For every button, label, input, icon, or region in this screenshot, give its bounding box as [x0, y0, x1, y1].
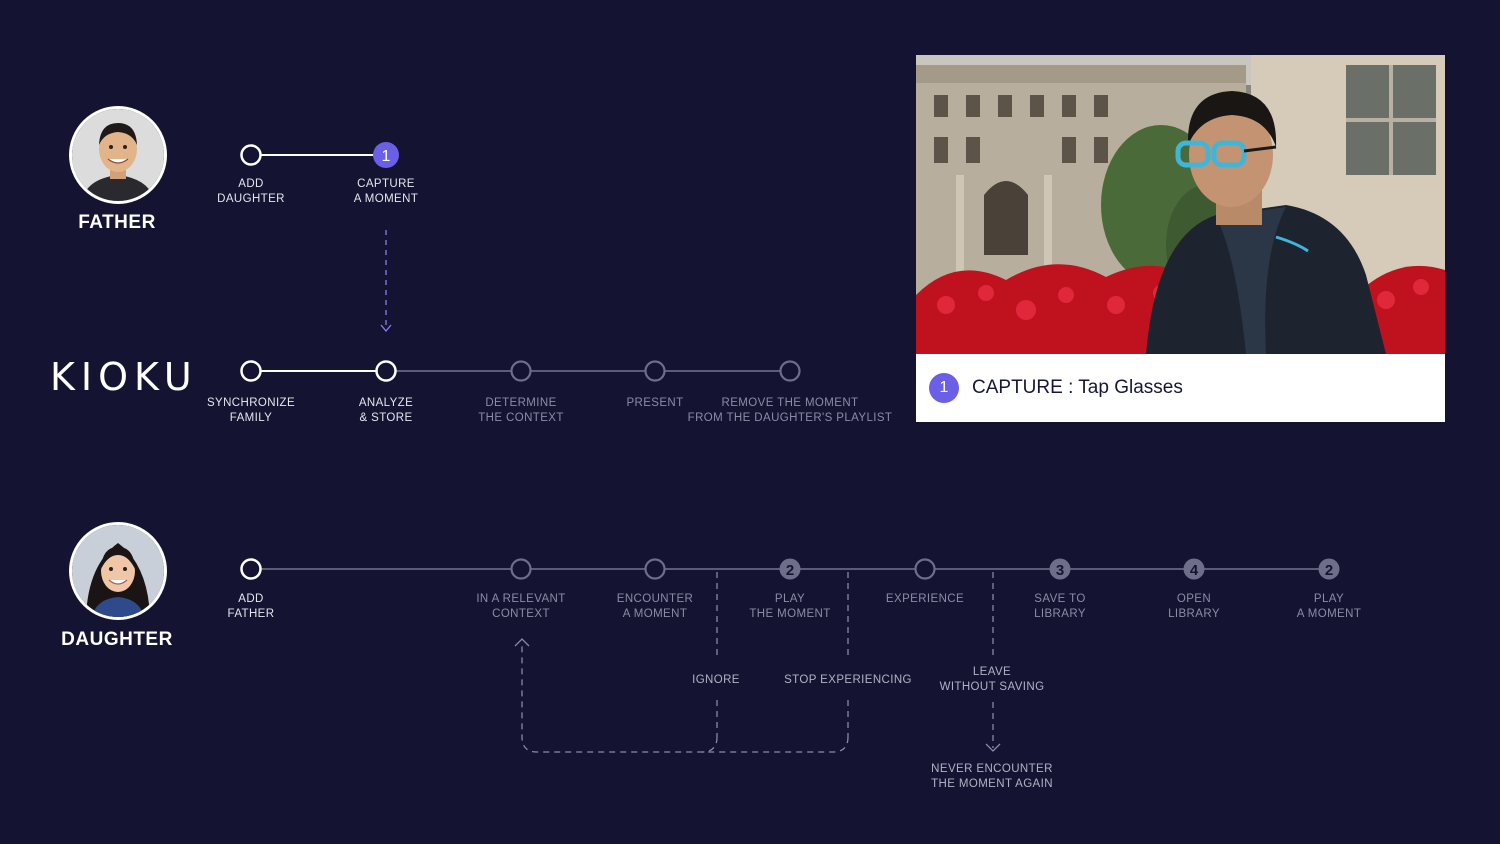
node-open-number: 4: [1190, 562, 1199, 579]
branch-label-never-encounter: NEVER ENCOUNTER THE MOMENT AGAIN: [931, 763, 1053, 790]
node-play2-number: 2: [1325, 562, 1333, 579]
node-relevant-context: [510, 558, 532, 580]
node-add-daughter: [240, 144, 262, 166]
node-determine-context: [510, 360, 532, 382]
node-save-to-library: [1049, 558, 1071, 580]
node-present: [644, 360, 666, 382]
step-label-save-to-library: SAVE TO LIBRARY: [1034, 593, 1086, 620]
video-caption-bar: 1 CAPTURE : Tap Glasses: [916, 354, 1445, 422]
step-label-analyze-store: ANALYZE & STORE: [358, 397, 414, 424]
leave-arrow-head: [985, 743, 1001, 752]
branch-label-stop-experiencing: STOP EXPERIENCING: [784, 674, 912, 686]
node-experience: [914, 558, 936, 580]
node-add-father: [240, 558, 262, 580]
step-label-experience: EXPERIENCE: [885, 593, 965, 605]
caption-step-number: 1: [929, 373, 959, 403]
loop-arrow-head: [514, 638, 530, 647]
branch-label-leave-without-saving: LEAVE WITHOUT SAVING: [939, 666, 1045, 693]
video-panel[interactable]: 1 CAPTURE : Tap Glasses: [916, 55, 1445, 422]
kioku-logo: KIOKU: [50, 355, 198, 399]
step-label-present: PRESENT: [626, 397, 684, 409]
daughter-role-label: DAUGHTER: [61, 629, 173, 650]
step-label-add-daughter: ADD DAUGHTER: [217, 178, 285, 205]
step-label-capture-moment: CAPTURE A MOMENT: [353, 178, 419, 205]
step-label-play-moment: PLAY THE MOMENT: [749, 593, 831, 620]
step-label-synchronize-family: SYNCHRONIZE FAMILY: [206, 397, 296, 424]
node-synchronize-family: [240, 360, 262, 382]
node-play-moment: [779, 558, 801, 580]
caption-text: CAPTURE : Tap Glasses: [972, 377, 1183, 398]
step-label-relevant-context: IN A RELEVANT CONTEXT: [476, 593, 566, 620]
capture-arrow-head: [380, 324, 392, 333]
daughter-avatar: [69, 522, 167, 620]
step-label-add-father: ADD FATHER: [227, 593, 275, 620]
branch-label-ignore: IGNORE: [692, 674, 740, 686]
loop-back-path: [521, 644, 849, 753]
node-play-moment-2: [1318, 558, 1340, 580]
loop-ignore-join: [701, 736, 718, 753]
node-encounter-moment: [644, 558, 666, 580]
step-label-remove-moment: REMOVE THE MOMENT FROM THE DAUGHTER'S PL…: [687, 397, 893, 424]
step-label-play-moment-2: PLAY A MOMENT: [1296, 593, 1362, 620]
step-label-determine-context: DETERMINE THE CONTEXT: [478, 397, 564, 424]
node-capture-number: 1: [382, 148, 391, 165]
node-save-number: 3: [1056, 562, 1064, 579]
step-label-encounter-moment: ENCOUNTER A MOMENT: [616, 593, 694, 620]
video-frame[interactable]: [916, 55, 1445, 354]
node-analyze-store: [375, 360, 397, 382]
node-capture-moment: [373, 142, 399, 168]
father-role-label: FATHER: [78, 212, 156, 233]
node-remove-moment: [779, 360, 801, 382]
node-open-library: [1183, 558, 1205, 580]
father-avatar: [69, 106, 167, 204]
node-play-number: 2: [786, 562, 794, 579]
step-label-open-library: OPEN LIBRARY: [1168, 593, 1220, 620]
